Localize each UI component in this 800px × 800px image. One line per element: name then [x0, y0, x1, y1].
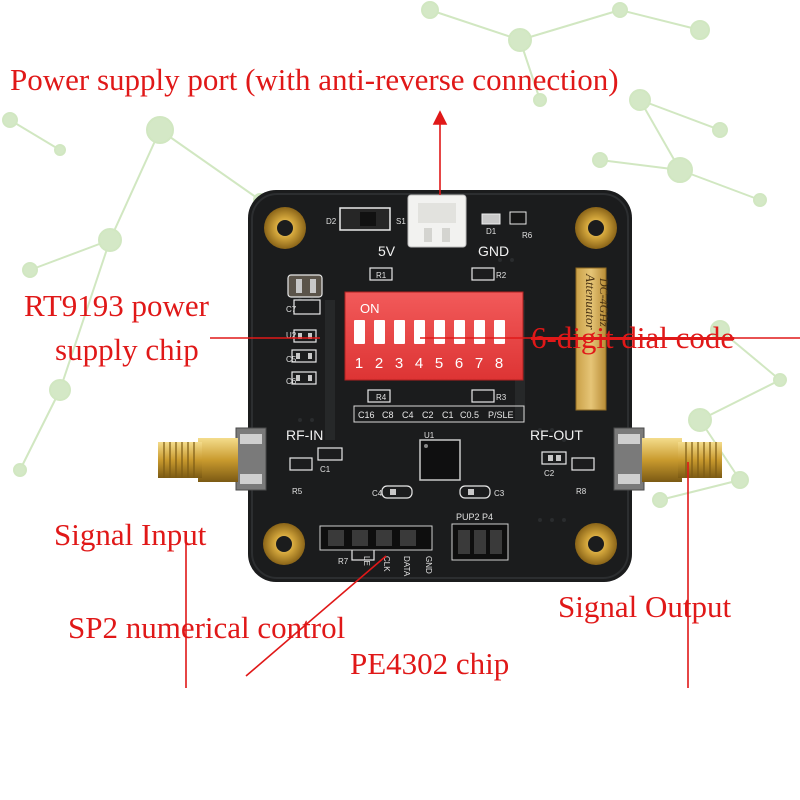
annotation-power-port: Power supply port (with anti-reverse con… — [10, 62, 619, 97]
pcb-board — [248, 190, 632, 582]
silk-rf-in: RF-IN — [286, 427, 323, 443]
header-pin-label: LE — [362, 556, 371, 566]
dip-bottom-label: C8 — [382, 410, 394, 420]
ref-label: C6 — [286, 377, 297, 386]
ref-label: R4 — [376, 393, 387, 402]
badge-line1: Attenuator — [583, 273, 598, 331]
annotation-dial-code: 6-digit dial code — [531, 320, 735, 355]
dip-bottom-label: C16 — [358, 410, 375, 420]
annotation-pe4302-chip: PE4302 chip — [350, 646, 510, 681]
control-header: GND DATA CLK LE — [319, 525, 433, 577]
sma-connector-output — [613, 427, 722, 491]
mounting-hole-bottom-right — [575, 523, 617, 565]
diode-d2 — [339, 207, 391, 231]
dip-bottom-label: C4 — [402, 410, 414, 420]
ref-label: C5 — [286, 355, 297, 364]
silk-gnd: GND — [478, 243, 509, 259]
mounting-hole-bottom-left — [263, 523, 305, 565]
header-pin-label: CLK — [382, 556, 391, 572]
annotation-rt9193-line2: supply chip — [55, 332, 199, 367]
ref-label: R1 — [376, 271, 387, 280]
ref-label: R5 — [292, 487, 303, 496]
pe4302-chip-package — [419, 439, 461, 481]
silk-5v: 5V — [378, 243, 396, 259]
dip-number: 8 — [495, 355, 503, 372]
ref-label: R7 — [338, 557, 349, 566]
ref-label: S1 — [396, 217, 406, 226]
ref-label: C7 — [286, 305, 297, 314]
ref-label: U1 — [424, 431, 435, 440]
annotation-rt9193-line1: RT9193 power — [24, 288, 209, 323]
dip-bottom-label: C0.5 — [460, 410, 479, 420]
header-pin-label: DATA — [402, 556, 411, 577]
ref-label: C3 — [494, 489, 505, 498]
dip-number: 7 — [475, 355, 483, 372]
sma-connector-input — [158, 427, 267, 491]
header-pin-label: GND — [424, 556, 433, 574]
ref-label: C4 — [372, 489, 383, 498]
background-network — [2, 1, 787, 508]
annotation-lines — [185, 110, 800, 688]
ref-label: R3 — [496, 393, 507, 402]
dip-number: 2 — [375, 355, 383, 372]
dip-number: 3 — [395, 355, 403, 372]
dip-number: 1 — [355, 355, 363, 372]
pup-header: PUP2 P4 — [451, 512, 509, 561]
badge-line2: DC-4GHz — [597, 277, 611, 327]
ref-label: R8 — [576, 487, 587, 496]
dip-number: 4 — [415, 355, 423, 372]
ref-label: C2 — [544, 469, 555, 478]
annotation-sp2-control: SP2 numerical control — [68, 610, 346, 645]
ref-label: D1 — [486, 227, 497, 236]
ref-label: U2 — [286, 331, 297, 340]
dip-bottom-label: C2 — [422, 410, 434, 420]
ref-label: D2 — [326, 217, 337, 226]
dip-switch: ON 1 2 3 4 5 6 7 8 — [344, 291, 524, 381]
silk-rf-out: RF-OUT — [530, 427, 583, 443]
mounting-hole-top-left — [264, 207, 306, 249]
dip-number: 6 — [455, 355, 463, 372]
attenuator-badge: Attenuator DC-4GHz — [575, 267, 611, 411]
ref-label: R2 — [496, 271, 507, 280]
mounting-hole-top-right — [575, 207, 617, 249]
dip-bottom-label: P/SLE — [488, 410, 514, 420]
ref-label: C1 — [320, 465, 331, 474]
ref-label: R6 — [522, 231, 533, 240]
dip-number: 5 — [435, 355, 443, 372]
pup-label: PUP2 P4 — [456, 512, 493, 522]
annotation-signal-output: Signal Output — [558, 589, 732, 624]
led-d1 — [481, 211, 527, 225]
dip-on-label: ON — [360, 301, 380, 316]
dip-bottom-labels: C16 C8 C4 C2 C1 C0.5 P/SLE — [358, 410, 514, 420]
power-connector — [407, 194, 467, 248]
annotation-signal-input: Signal Input — [54, 517, 207, 552]
dip-bottom-label: C1 — [442, 410, 454, 420]
